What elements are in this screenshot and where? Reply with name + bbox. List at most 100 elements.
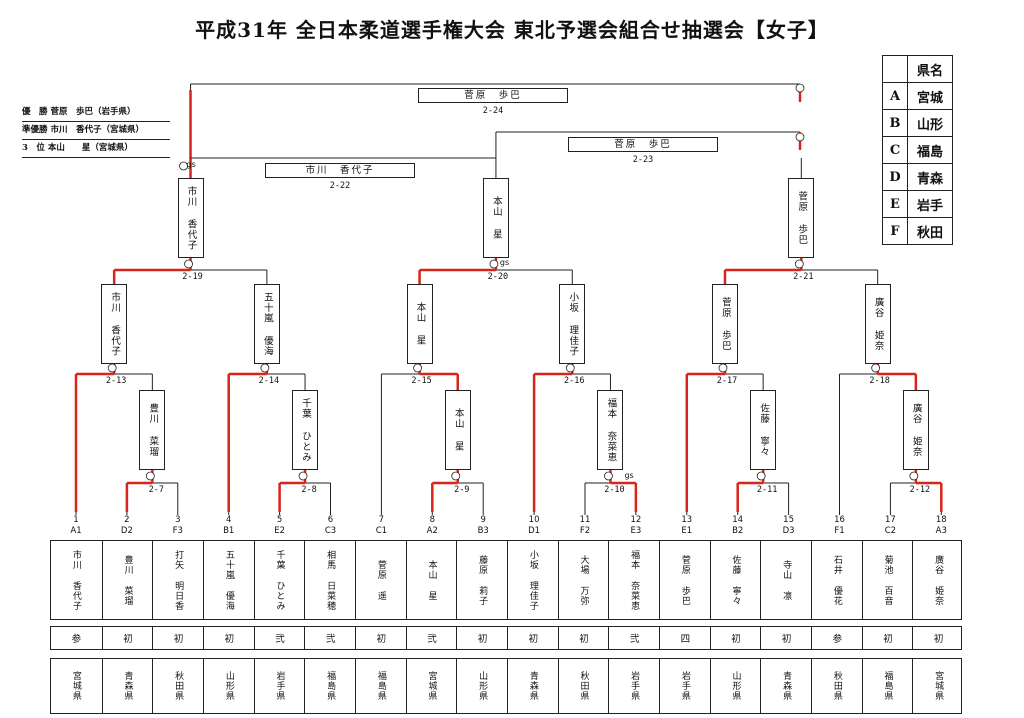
gs-label: gs — [186, 160, 196, 169]
player-number: 7 — [378, 515, 385, 525]
player-number: 14 — [732, 515, 744, 525]
winner-box: 菅原 歩巴 — [418, 88, 568, 103]
player-code: C1 — [375, 526, 388, 536]
player-grade: 弐 — [253, 627, 306, 649]
player-number: 10 — [528, 515, 540, 525]
page-title: 平成31年 全日本柔道選手権大会 東北予選会組合せ抽選会【女子】 — [195, 18, 829, 42]
match-label: 2-13 — [105, 376, 127, 386]
prefectures-row: 宮城県青森県秋田県山形県岩手県福島県福島県宮城県山形県青森県秋田県岩手県岩手県山… — [50, 658, 962, 714]
player-name: 福本 奈菜恵 — [608, 541, 660, 619]
player-number: 9 — [480, 515, 486, 525]
player-name: 菅原 歩巴 — [659, 541, 711, 619]
legend-value: 秋田 — [907, 217, 953, 245]
player-number: 18 — [935, 515, 947, 525]
player-grade: 初 — [203, 627, 255, 649]
player-code: D2 — [120, 526, 133, 536]
player-name: 菊池 百音 — [861, 541, 914, 619]
player-code: D1 — [528, 526, 541, 536]
decision-circle — [298, 471, 308, 481]
player-grade: 初 — [760, 627, 812, 649]
legend-value: 山形 — [907, 109, 953, 137]
winner-box: 本山 星 — [406, 284, 433, 364]
match-label: 2-17 — [716, 376, 738, 386]
player-grade: 初 — [557, 627, 610, 649]
player-number: 5 — [276, 515, 283, 525]
player-number: 8 — [429, 515, 435, 525]
match-label: 2-15 — [411, 376, 432, 386]
player-prefecture: 秋田県 — [811, 659, 863, 713]
legend-key: E — [882, 190, 908, 218]
winner-box: 市川 香代子 — [101, 284, 128, 364]
player-code: C3 — [324, 526, 337, 536]
winner-box: 市川 香代子 — [177, 178, 204, 258]
player-prefecture: 山形県 — [203, 659, 255, 713]
legend-key: C — [882, 136, 908, 164]
player-number: 3 — [175, 515, 181, 525]
match-label: 2-21 — [793, 272, 814, 282]
player-grade: 参 — [71, 634, 82, 645]
player-code: B3 — [477, 526, 489, 536]
player-prefecture: 山形県 — [456, 659, 508, 713]
player-prefecture: 青森県 — [507, 659, 559, 713]
player-code: B2 — [732, 526, 744, 536]
winner-box: 菅原 歩巴 — [568, 137, 718, 152]
player-grade: 初 — [861, 627, 914, 649]
decision-circle — [260, 363, 270, 373]
player-code: A3 — [935, 526, 947, 536]
match-label: 2-23 — [632, 155, 654, 165]
decision-circle — [795, 83, 805, 93]
legend-value: 岩手 — [907, 190, 953, 218]
legend-key: F — [882, 217, 908, 245]
player-prefecture: 福島県 — [861, 659, 914, 713]
names-row: 市川 香代子豊川 菜瑠打矢 明日香五十嵐 優海千葉 ひとみ相馬 日菜穂菅原 遥本… — [50, 540, 962, 620]
decision-circle — [145, 471, 155, 481]
player-code: A1 — [70, 526, 82, 536]
player-code: A2 — [426, 526, 438, 536]
player-number: 6 — [327, 515, 334, 525]
player-grade: 弐 — [304, 627, 356, 649]
player-code: F3 — [172, 526, 183, 536]
winner-box: 豊川 菜瑠 — [139, 390, 166, 470]
player-name: 五十嵐 優海 — [203, 541, 255, 619]
winner-box: 福本 奈菜恵 — [597, 390, 624, 470]
player-prefecture: 福島県 — [304, 659, 356, 713]
legend-value: 宮城 — [907, 82, 953, 110]
decision-circle — [795, 132, 805, 142]
winner-box: 市川 香代子 — [265, 163, 415, 178]
decision-circle — [107, 363, 117, 373]
match-label: 2-14 — [258, 376, 280, 386]
player-name: 相馬 日菜穂 — [304, 541, 356, 619]
player-prefecture: 秋田県 — [557, 659, 610, 713]
player-name: 佐藤 寧々 — [709, 541, 762, 619]
player-number: 16 — [834, 515, 845, 525]
player-grade: 初 — [456, 627, 508, 649]
winner-box: 廣谷 姫奈 — [864, 284, 891, 364]
player-name: 千葉 ひとみ — [253, 541, 306, 619]
legend-value: 青森 — [907, 163, 953, 191]
match-label: 2-24 — [482, 106, 504, 116]
player-number: 4 — [225, 515, 232, 525]
decision-circle — [909, 471, 919, 481]
player-prefecture: 秋田県 — [152, 659, 204, 713]
player-code: F2 — [579, 526, 591, 536]
player-code: E2 — [274, 526, 285, 536]
decision-circle — [718, 363, 728, 373]
match-label: 2-19 — [182, 272, 203, 282]
player-code: D3 — [782, 526, 795, 536]
decision-circle — [184, 259, 193, 269]
player-code: C2 — [884, 526, 897, 536]
player-prefecture: 青森県 — [760, 659, 812, 713]
player-grade: 弐 — [405, 627, 458, 649]
player-number: 17 — [884, 515, 896, 525]
player-prefecture: 宮城県 — [70, 671, 81, 701]
match-label: 2-20 — [487, 272, 509, 282]
player-name: 小坂 理佳子 — [507, 541, 559, 619]
player-name: 藤原 莉子 — [456, 541, 508, 619]
decision-circle — [179, 161, 188, 171]
player-grade: 初 — [101, 627, 154, 649]
match-label: 2-7 — [148, 485, 165, 495]
player-prefecture: 岩手県 — [253, 659, 306, 713]
winner-box: 五十嵐 優海 — [253, 284, 280, 364]
result-third: 3 位 本山 星（宮城県） — [22, 140, 170, 158]
